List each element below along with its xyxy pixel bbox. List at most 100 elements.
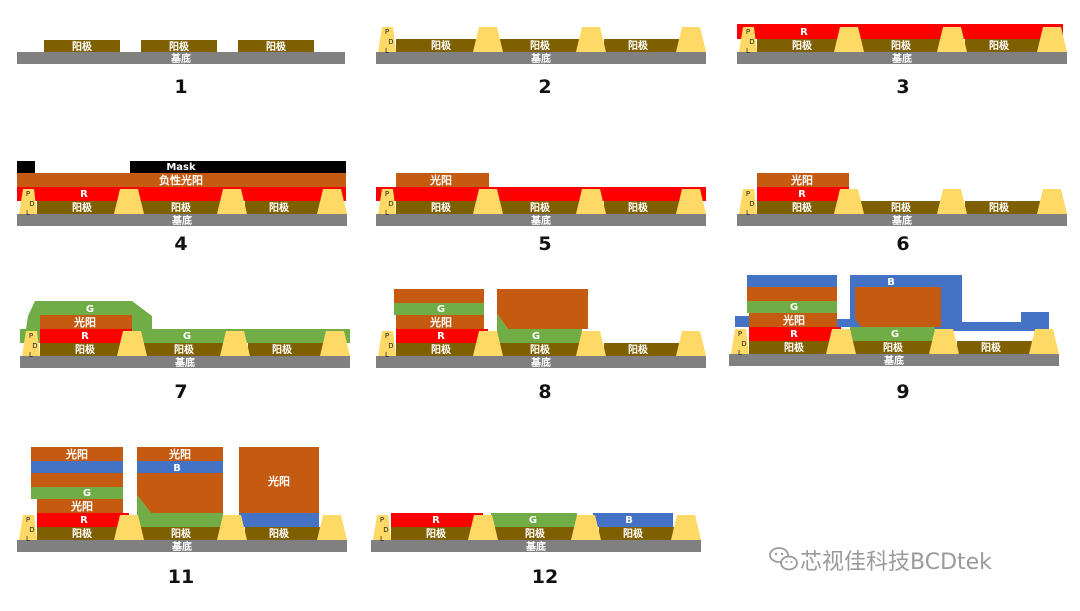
red-layer: [749, 327, 841, 341]
anode-label: 阳极: [426, 527, 447, 540]
pdl-label: P: [385, 28, 389, 36]
step-number: 7: [174, 381, 187, 403]
anode-label: 阳极: [883, 341, 904, 354]
green-label: G: [532, 331, 540, 342]
step-number: 4: [174, 233, 187, 255]
pdl-label: D: [741, 340, 746, 348]
photoresist-block: [855, 287, 941, 327]
red-label: R: [81, 331, 89, 342]
photoresist-block: [757, 173, 849, 187]
pdl-label: D: [749, 38, 754, 46]
blue-layer: [137, 461, 223, 473]
mask-label: Mask: [166, 162, 196, 173]
pdl-label: L: [746, 209, 750, 217]
photoresist-block: [749, 313, 837, 327]
red-label: R: [800, 27, 808, 38]
anode-label: 阳极: [171, 527, 192, 540]
blue-label: B: [173, 463, 181, 474]
pdl-label: P: [746, 190, 750, 198]
mask-left: [17, 161, 35, 173]
step-number: 1: [174, 76, 187, 98]
green-label: G: [83, 488, 91, 499]
anode-label: 阳极: [525, 527, 546, 540]
photoresist-block: [239, 447, 319, 513]
pdl-label: D: [29, 526, 34, 534]
pdl-label: P: [746, 28, 750, 36]
photoresist-block: [137, 473, 223, 513]
pdl-label: L: [385, 209, 389, 217]
pdl-label: P: [738, 330, 742, 338]
blue-label: B: [887, 277, 895, 288]
photoresist-block: [394, 289, 484, 303]
pdl-label: P: [29, 332, 33, 340]
anode-label: 阳极: [628, 39, 649, 52]
panel-step-11: P D L 光阳 G 光阳 R 光阳 B 光阳 阳极 阳极 阳极 基底: [17, 447, 347, 553]
photoresist-label: 光阳: [73, 315, 96, 329]
substrate-label: 基底: [171, 540, 192, 553]
step-number: 5: [538, 233, 551, 255]
pdl-label: L: [738, 349, 742, 357]
panel-step-3: P D L R 阳极 阳极 阳极 基底: [737, 24, 1067, 65]
green-layer: [497, 314, 508, 329]
anode-label: 阳极: [792, 39, 813, 52]
anode-label: 阳极: [266, 40, 287, 53]
anode-label: 阳极: [431, 343, 452, 356]
blue-layer: [735, 316, 749, 327]
step-number: 11: [168, 566, 194, 588]
blue-layer: [239, 513, 319, 527]
pdl-label: L: [26, 535, 30, 543]
green-layer: [497, 329, 582, 343]
photoresist-block: [137, 447, 223, 461]
panel-step-4: P D L Mask 负性光阳 R 阳极 阳极 阳极 基底: [17, 161, 347, 227]
anode-label: 阳极: [981, 341, 1002, 354]
photoresist-block: [747, 287, 837, 301]
pdl-label: D: [388, 200, 393, 208]
anode-label: 阳极: [989, 201, 1010, 214]
photoresist-block: [37, 499, 123, 513]
panel-step-5: P D L 光阳 阳极 阳极 阳极 基底: [376, 173, 706, 227]
step-number: 9: [896, 381, 909, 403]
substrate-layer: [17, 52, 345, 64]
photoresist-block: [40, 315, 132, 329]
anode-label: 阳极: [269, 201, 290, 214]
red-layer: [391, 513, 483, 527]
anode-label: 阳极: [784, 341, 805, 354]
anode-label: 阳极: [272, 343, 293, 356]
blue-label: B: [625, 515, 633, 526]
anode-label: 阳极: [72, 527, 93, 540]
step-number: 8: [538, 381, 551, 403]
blue-layer: [837, 319, 850, 327]
green-layer: [394, 303, 484, 315]
photoresist-block: [396, 315, 484, 329]
red-label: R: [798, 189, 806, 200]
panel-step-12: P D L R G B 阳极 阳极 阳极 基底: [371, 513, 701, 553]
pdl-label: P: [380, 516, 384, 524]
anode-label: 阳极: [171, 201, 192, 214]
photoresist-block: [497, 289, 588, 329]
neg-photoresist-layer: [17, 173, 346, 187]
anode-label: 阳极: [628, 343, 649, 356]
pdl-label: L: [29, 351, 33, 359]
anode-label: 阳极: [72, 201, 93, 214]
photoresist-label: 光阳: [782, 313, 805, 327]
substrate-label: 基底: [170, 52, 191, 65]
substrate-label: 基底: [891, 52, 912, 65]
anode-label: 阳极: [891, 201, 912, 214]
photoresist-block: [31, 447, 123, 461]
photoresist-block: [31, 473, 123, 487]
pdl-label: L: [385, 351, 389, 359]
green-label: G: [86, 304, 94, 315]
anode-layer: [238, 40, 314, 52]
anode-label: 阳极: [628, 201, 649, 214]
red-label: R: [80, 189, 88, 200]
red-label: R: [437, 331, 445, 342]
photoresist-label: 光阳: [168, 447, 191, 461]
substrate-label: 基底: [891, 214, 912, 227]
anode-label: 阳极: [530, 343, 551, 356]
anode-label: 阳极: [174, 343, 195, 356]
substrate-label: 基底: [525, 540, 546, 553]
photoresist-label: 光阳: [790, 173, 813, 187]
wechat-icon: [769, 547, 798, 571]
green-layer: [491, 513, 577, 527]
green-label: G: [183, 331, 191, 342]
